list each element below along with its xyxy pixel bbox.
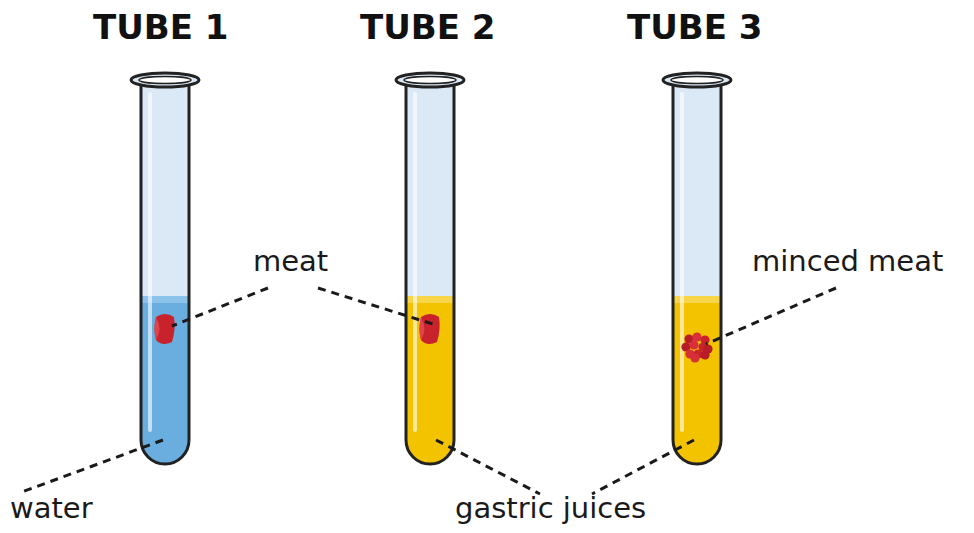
part-label: gastric juices [455,492,646,525]
leader-line [172,288,268,326]
part-label: water [10,492,93,525]
meat-piece [155,314,175,344]
meat-piece [420,314,440,344]
tube-title: TUBE 3 [627,8,762,47]
tube-title: TUBE 1 [93,8,228,47]
test-tube [131,73,199,464]
leader-line [436,440,540,494]
meat-piece [681,332,712,362]
leader-line [706,288,836,344]
test-tube [396,73,464,464]
leader-line [592,440,694,494]
part-label: minced meat [752,245,943,278]
tube-title: TUBE 2 [360,8,495,47]
leader-line [22,440,163,492]
leader-line [318,288,436,325]
part-label: meat [253,245,328,278]
test-tube [663,73,731,464]
